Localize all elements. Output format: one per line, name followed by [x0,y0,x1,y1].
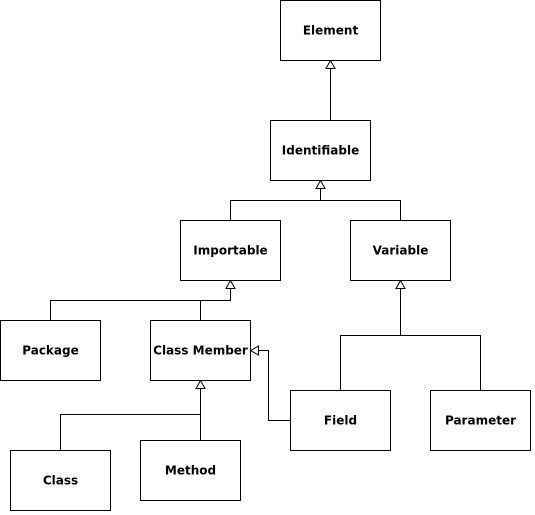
node-package: Package [0,320,101,381]
edge-variable-to-identifiable [320,200,401,221]
node-label-field: Field [324,414,357,428]
edge-field-to-variable [340,289,401,391]
node-field: Field [290,390,391,451]
edge-importable-to-identifiable [230,189,321,221]
node-label-variable: Variable [373,244,429,258]
arrowhead-variable [395,279,406,289]
node-label-element: Element [303,24,359,38]
arrowhead-classmember-side [249,345,259,356]
node-label-method: Method [165,464,216,478]
arrowhead-element [325,59,336,69]
node-variable: Variable [350,220,451,281]
edge-class-to-classmember [60,389,201,451]
node-parameter: Parameter [430,390,531,451]
edge-field-to-classmember [259,350,291,421]
node-label-parameter: Parameter [445,414,516,428]
arrowhead-importable [225,279,236,289]
node-element: Element [280,0,381,61]
edge-parameter-to-variable [400,335,481,391]
node-importable: Importable [180,220,281,281]
node-label-class: Class [43,474,78,488]
node-label-identifiable: Identifiable [282,144,359,158]
edge-package-to-importable [50,289,231,321]
node-class-member: Class Member [150,320,251,381]
node-label-importable: Importable [193,244,267,258]
arrowhead-classmember-bottom [195,379,206,389]
node-class: Class [10,450,111,511]
node-label-package: Package [22,344,79,358]
node-method: Method [140,440,241,501]
arrowhead-identifiable [315,179,326,189]
node-identifiable: Identifiable [270,120,371,181]
node-label-class-member: Class Member [153,344,248,358]
inheritance-edges [50,59,481,451]
